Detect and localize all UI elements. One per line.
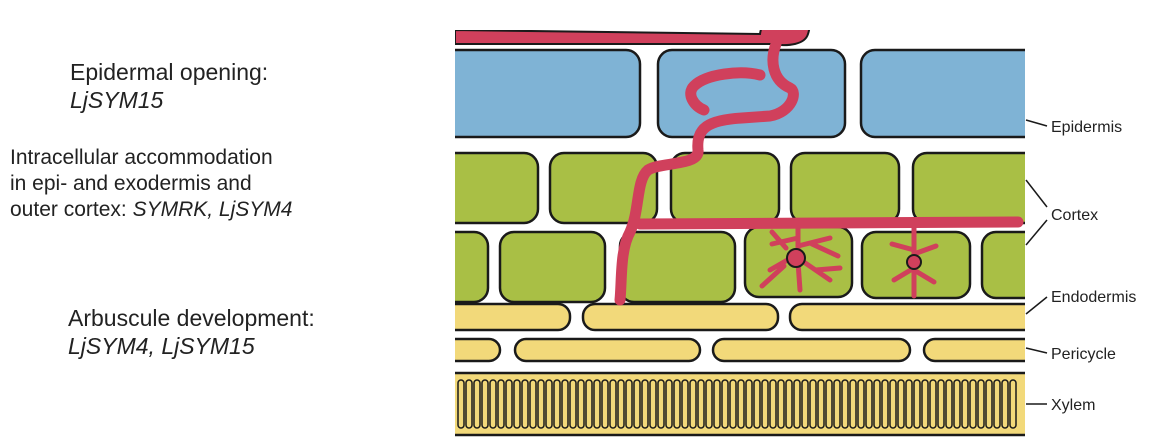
cortex-cell (500, 232, 605, 302)
endodermis-layer (420, 304, 1062, 330)
epidermis-cell (861, 50, 1061, 137)
label-epidermis: Epidermis (1051, 119, 1122, 136)
pericycle-layer (420, 339, 1062, 361)
leader-endodermis (1026, 297, 1047, 314)
pericycle-cell (924, 339, 1062, 361)
cortex-layer-outer (420, 153, 1053, 223)
endodermis-cell (583, 304, 778, 330)
leader-epidermis (1026, 120, 1047, 126)
cortex-cell (420, 232, 488, 302)
endodermis-cell (790, 304, 1062, 330)
endodermis-cell (420, 304, 570, 330)
xylem-layer (420, 373, 1062, 435)
leader-lines (1026, 120, 1047, 404)
label-cortex: Cortex (1051, 207, 1098, 224)
cortex-cell (420, 153, 538, 223)
cortex-cell (791, 153, 899, 223)
tissue-labels: Epidermis Cortex Endodermis Pericycle Xy… (1051, 119, 1136, 414)
root-tissue-layers (420, 8, 1062, 435)
cortex-cell (982, 232, 1062, 298)
cortex-cell (620, 232, 735, 302)
xylem-vessel (420, 373, 1062, 435)
epidermis-cell (420, 50, 640, 137)
hypha-surface-runner (455, 8, 809, 45)
cortex-layer-inner (420, 227, 1062, 302)
label-pericycle: Pericycle (1051, 346, 1116, 363)
hypha-cortex-branch (640, 222, 1018, 224)
epidermis-layer (420, 50, 1061, 137)
label-endodermis: Endodermis (1051, 289, 1136, 306)
pericycle-cell (713, 339, 910, 361)
pericycle-cell (515, 339, 700, 361)
leader-cortex-upper (1026, 180, 1047, 207)
leader-cortex-lower (1026, 220, 1047, 245)
label-xylem: Xylem (1051, 397, 1095, 414)
pericycle-cell (420, 339, 500, 361)
leader-pericycle (1026, 348, 1047, 353)
